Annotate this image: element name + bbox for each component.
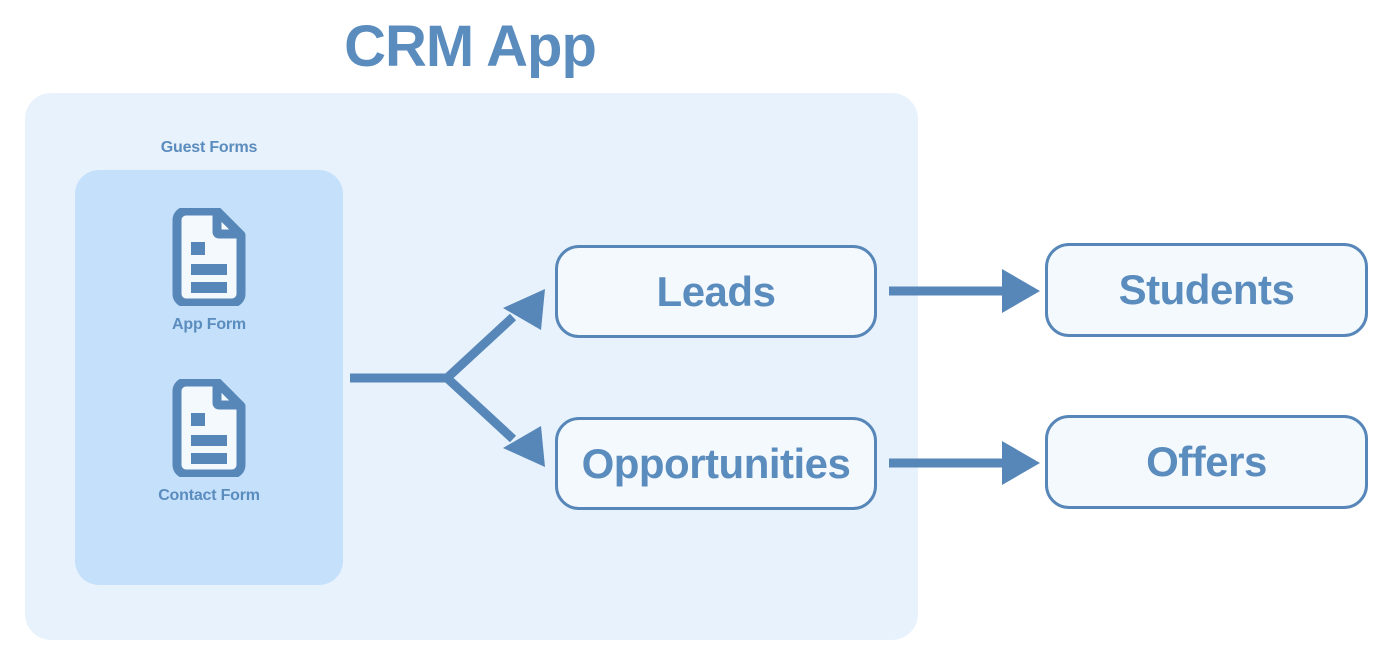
form-caption-contact-form: Contact Form xyxy=(158,487,260,504)
form-item-app-form[interactable]: App Form xyxy=(75,208,343,334)
document-icon xyxy=(172,379,246,477)
form-item-contact-form[interactable]: Contact Form xyxy=(75,379,343,505)
guest-forms-label: Guest Forms xyxy=(160,139,258,156)
form-caption-app-form: App Form xyxy=(172,316,246,333)
document-icon xyxy=(172,208,246,306)
entity-box-students[interactable]: Students xyxy=(1045,243,1368,337)
entity-box-leads[interactable]: Leads xyxy=(555,245,877,338)
entity-box-offers[interactable]: Offers xyxy=(1045,415,1368,509)
entity-box-opportunities[interactable]: Opportunities xyxy=(555,417,877,510)
page-title: CRM App xyxy=(344,14,597,79)
